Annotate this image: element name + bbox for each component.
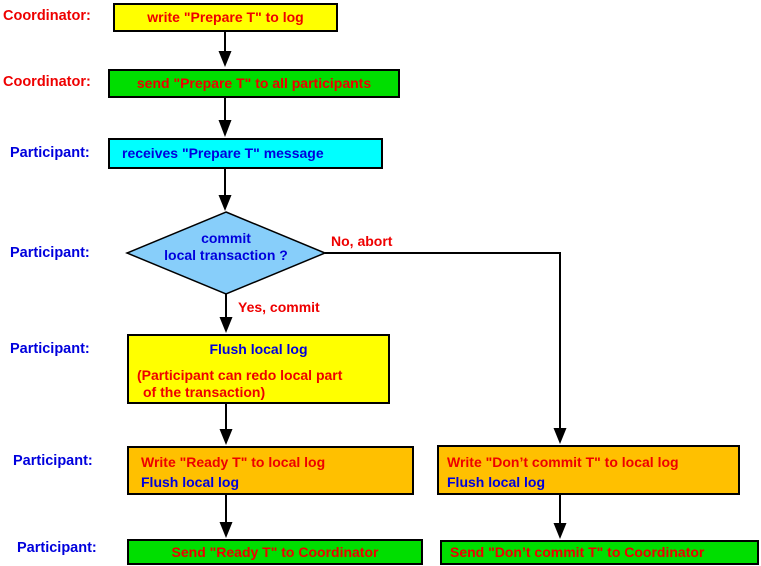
node-flush-local-log: Flush local log (Participant can redo lo…: [127, 334, 390, 404]
arrow-flush-to-write-ready: [219, 404, 233, 445]
row-label-coordinator-1: Coordinator:: [3, 8, 91, 24]
decision-text: commit local transaction ?: [127, 230, 325, 264]
row-label-participant-5: Participant:: [17, 540, 97, 556]
arrow-write-to-send: [218, 31, 232, 67]
row-label-participant-1: Participant:: [10, 145, 90, 161]
flush-note-line1: (Participant can redo local part: [137, 367, 343, 383]
decision-text-line1: commit: [201, 230, 251, 246]
arrow-decision-to-flush: [219, 294, 233, 333]
arrow-no-branch: [325, 252, 567, 444]
decision-diamond: [125, 211, 327, 295]
node-receive-prepare: receives "Prepare T" message: [108, 138, 383, 169]
node-write-dont-commit: Write "Don’t commit T" to local log Flus…: [437, 445, 740, 495]
arrow-send-to-receive: [218, 97, 232, 137]
decision-text-line2: local transaction ?: [164, 247, 288, 263]
node-send-prepare: send "Prepare T" to all participants: [108, 69, 400, 98]
node-write-prepare-log: write "Prepare T" to log: [113, 3, 338, 32]
row-label-participant-4: Participant:: [13, 453, 93, 469]
write-dont-line2: Flush local log: [447, 474, 546, 490]
flush-note-line2: of the transaction): [143, 384, 266, 400]
flush-title: Flush local log: [209, 341, 308, 357]
branch-label-yes-commit: Yes, commit: [238, 299, 320, 315]
row-label-participant-3: Participant:: [10, 341, 90, 357]
branch-label-no-abort: No, abort: [331, 233, 393, 249]
row-label-participant-2: Participant:: [10, 245, 90, 261]
write-ready-line2: Flush local log: [141, 474, 240, 490]
write-dont-line1: Write "Don’t commit T" to local log: [447, 454, 679, 470]
arrow-write-ready-to-send-ready: [219, 495, 233, 538]
row-label-coordinator-2: Coordinator:: [3, 74, 91, 90]
node-send-dont-commit: Send "Don’t commit T" to Coordinator: [440, 540, 759, 565]
node-send-ready: Send "Ready T" to Coordinator: [127, 539, 423, 565]
node-write-ready: Write "Ready T" to local log Flush local…: [127, 446, 414, 495]
arrow-write-dont-to-send-dont: [553, 495, 567, 539]
write-ready-line1: Write "Ready T" to local log: [141, 454, 326, 470]
arrow-receive-to-decision: [218, 169, 232, 211]
